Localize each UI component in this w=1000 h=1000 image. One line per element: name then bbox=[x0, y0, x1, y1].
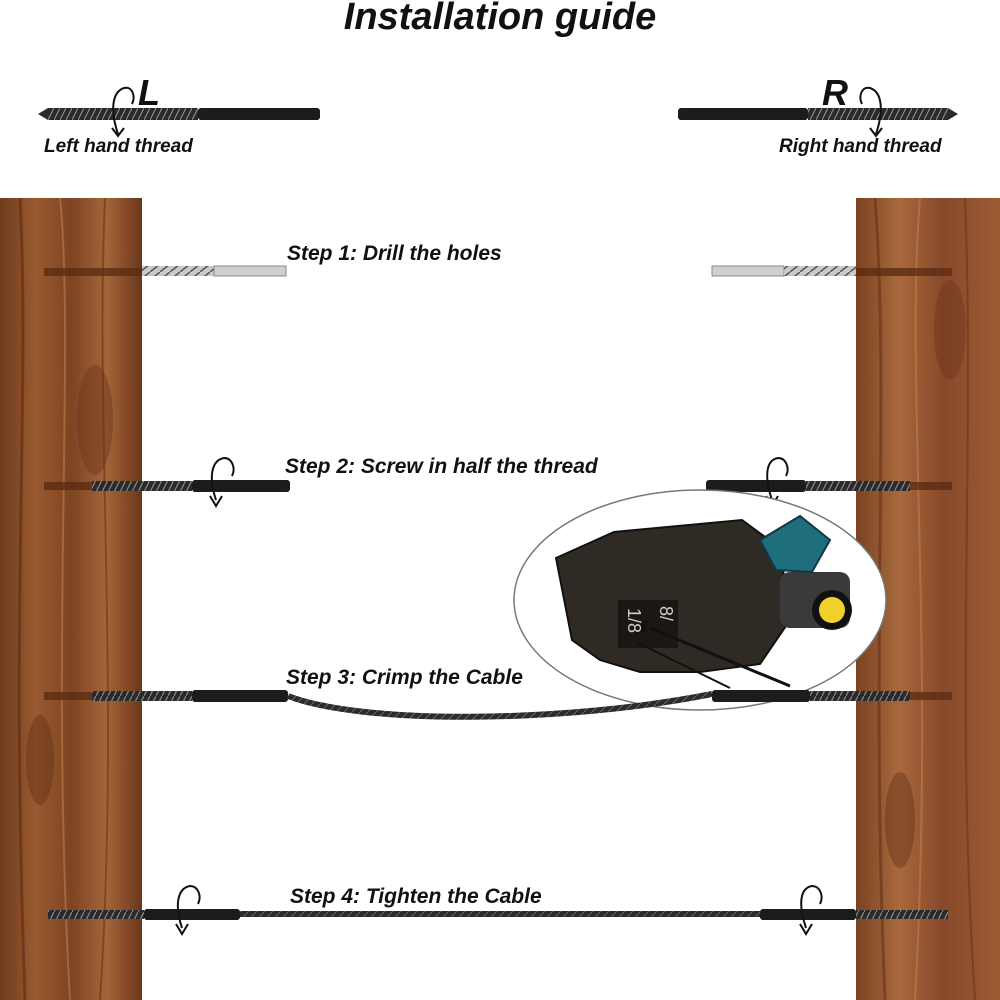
right-rotation-arrow-icon bbox=[859, 86, 883, 138]
right-thread-caption: Right hand thread bbox=[779, 136, 942, 157]
step-2-label: Step 2: Screw in half the thread bbox=[285, 455, 598, 478]
step4-cable bbox=[240, 911, 760, 917]
right-thread-letter: R bbox=[822, 72, 848, 113]
crimper-tool-inset bbox=[513, 489, 887, 711]
step2-left-terminal bbox=[92, 480, 290, 492]
left-drill-bit bbox=[142, 265, 287, 277]
step-1-label: Step 1: Drill the holes bbox=[287, 242, 502, 265]
step4-left-terminal bbox=[48, 909, 240, 920]
step4-left-rotation-icon bbox=[175, 884, 201, 936]
page-title: Installation guide bbox=[343, 0, 657, 38]
step-3-label: Step 3: Crimp the Cable bbox=[286, 666, 523, 689]
left-thread-screw bbox=[38, 108, 320, 120]
step4-right-rotation-icon bbox=[799, 884, 823, 936]
step2-right-terminal bbox=[706, 480, 910, 492]
step-4-label: Step 4: Tighten the Cable bbox=[290, 885, 542, 908]
left-thread-letter: L bbox=[138, 72, 160, 113]
crimper-die-label-right: 8/ bbox=[656, 606, 676, 621]
step3-left-terminal bbox=[92, 690, 288, 702]
left-thread-caption: Left hand thread bbox=[44, 136, 193, 157]
step3-cable bbox=[286, 691, 713, 720]
right-thread-screw bbox=[678, 108, 958, 120]
crimper-die-label-left: 1/8 bbox=[624, 608, 644, 633]
left-wood-post bbox=[0, 197, 142, 1000]
right-drill-bit bbox=[711, 265, 856, 277]
step3-right-terminal bbox=[712, 690, 910, 702]
step2-left-rotation-icon bbox=[209, 456, 235, 508]
left-rotation-arrow-icon bbox=[111, 86, 135, 138]
step4-right-terminal bbox=[760, 909, 948, 920]
